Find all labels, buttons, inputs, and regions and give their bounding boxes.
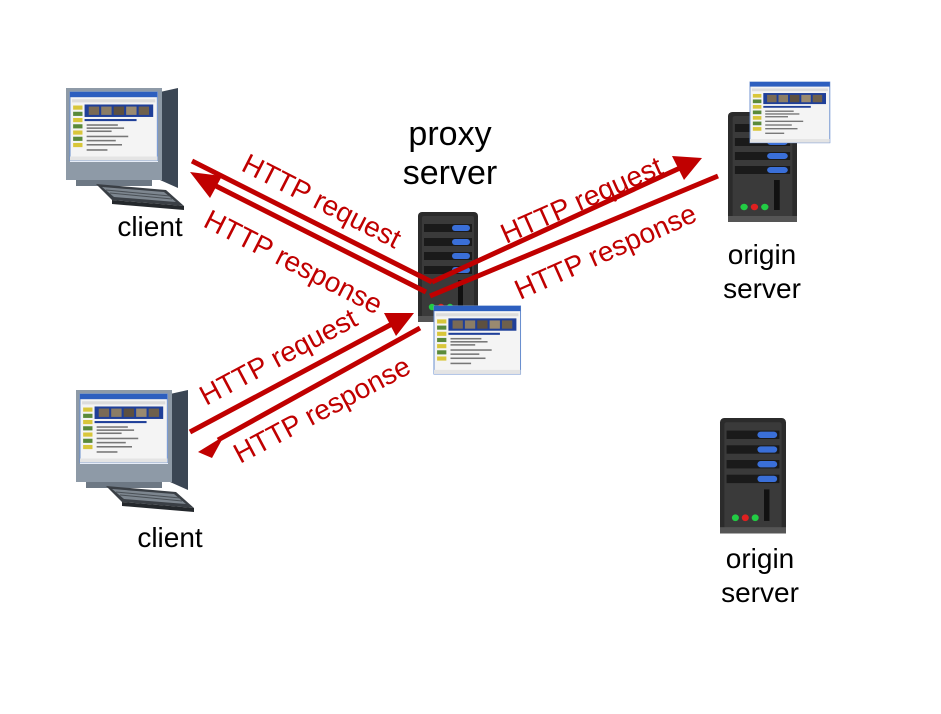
- origin-server-top-browser: [749, 81, 831, 144]
- origin-bottom-label-line2: server: [721, 576, 799, 608]
- arrowhead-top-left-response: [190, 172, 222, 198]
- arrow-top-right-response: [429, 173, 719, 299]
- origin-server-bottom-label: origin server: [690, 542, 830, 609]
- client-top-label: client: [117, 211, 183, 242]
- proxy-server-label: proxy server: [370, 115, 530, 193]
- origin-top-label-line2: server: [723, 272, 801, 304]
- arrow-top-right-request: [430, 165, 682, 285]
- origin-bottom-label-line1: origin: [725, 543, 795, 574]
- arrow-top-left-request: [190, 158, 434, 285]
- client-bottom-label: client: [137, 522, 203, 553]
- arrowhead-bottom-left-response: [198, 436, 224, 458]
- arrow-bottom-left-response: [216, 325, 422, 443]
- origin-server-top-label: origin server: [692, 238, 832, 305]
- origin-top-label-line1: origin: [727, 239, 797, 270]
- proxy-label-line1: proxy: [408, 115, 492, 153]
- arrowhead-bottom-left-request: [384, 313, 414, 336]
- client-computer-top: [65, 87, 185, 211]
- client-computer-bottom: [75, 389, 195, 513]
- proxy-label-line2: server: [402, 154, 498, 193]
- arrow-bottom-left-request: [188, 321, 394, 435]
- proxy-browser-window: [433, 305, 522, 375]
- origin-server-bottom: [720, 418, 786, 534]
- arrow-top-left-response: [210, 181, 428, 295]
- arrowhead-top-right-request: [672, 156, 702, 180]
